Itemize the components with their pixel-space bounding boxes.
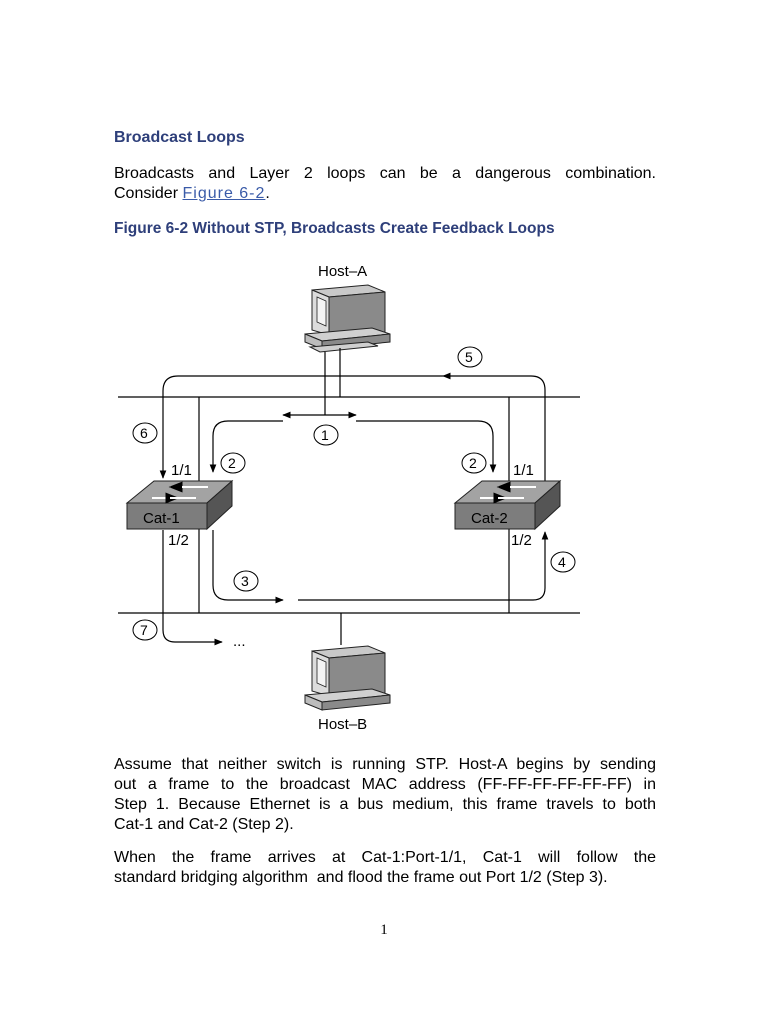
intro-prefix: Consider — [114, 185, 183, 202]
host-a-label: Host–A — [318, 263, 367, 280]
svg-text:4: 4 — [558, 554, 566, 570]
cat-1-port-1-1-label: 1/1 — [171, 462, 192, 479]
continuation-ellipsis: ... — [233, 633, 246, 650]
host-b-computer-icon — [304, 645, 391, 711]
step-6-marker: 6 — [132, 422, 158, 444]
host-b-label: Host–B — [318, 716, 367, 733]
cat-1-port-1-2-label: 1/2 — [168, 532, 189, 549]
svg-text:7: 7 — [140, 622, 148, 638]
paragraph-1-line-4: Cat-1 and Cat-2 (Step 2). — [114, 816, 294, 833]
svg-text:3: 3 — [241, 573, 249, 589]
svg-text:2: 2 — [469, 455, 477, 471]
host-a-computer-icon — [304, 284, 391, 353]
step-5-marker: 5 — [457, 346, 483, 368]
paragraph-2-line-1: When the frame arrives at Cat-1:Port-1/1… — [114, 849, 656, 866]
section-title: Broadcast Loops — [114, 129, 245, 146]
cat-1-switch-icon — [125, 479, 234, 531]
svg-text:5: 5 — [465, 349, 473, 365]
paragraph-1: Assume that neither switch is running ST… — [114, 755, 656, 835]
step-2-left-marker: 2 — [220, 452, 246, 474]
step-3-marker: 3 — [233, 570, 259, 592]
figure-link[interactable]: Figure 6-2 — [182, 185, 266, 202]
page-number: 1 — [380, 922, 388, 938]
network-diagram: Host–A ... — [118, 263, 580, 733]
svg-text:2: 2 — [228, 455, 236, 471]
cat-2-port-1-2-label: 1/2 — [511, 532, 532, 549]
step-1-marker: 1 — [313, 424, 339, 446]
intro-line-2: Consider Figure 6-2. — [114, 184, 656, 204]
paragraph-1-line-2: out a frame to the broadcast MAC address… — [114, 776, 656, 793]
intro-paragraph: Broadcasts and Layer 2 loops can be a da… — [114, 164, 656, 204]
cat-2-switch-icon — [453, 479, 562, 531]
cat-1-label: Cat-1 — [143, 510, 180, 527]
cat-2-label: Cat-2 — [471, 510, 508, 527]
paragraph-1-line-1: Assume that neither switch is running ST… — [114, 756, 656, 773]
step-4-marker: 4 — [550, 551, 576, 573]
cat-2-port-1-1-label: 1/1 — [513, 462, 534, 479]
step-7-marker: 7 — [132, 619, 158, 641]
step-2-right-marker: 2 — [461, 452, 487, 474]
svg-text:1: 1 — [321, 427, 329, 443]
paragraph-2-line-2: standard bridging algorithm and flood th… — [114, 869, 608, 886]
paragraph-1-line-3: Step 1. Because Ethernet is a bus medium… — [114, 796, 656, 813]
intro-line-1: Broadcasts and Layer 2 loops can be a da… — [114, 165, 656, 182]
figure-caption: Figure 6-2 Without STP, Broadcasts Creat… — [114, 220, 555, 237]
svg-text:6: 6 — [140, 425, 148, 441]
paragraph-2: When the frame arrives at Cat-1:Port-1/1… — [114, 848, 656, 888]
intro-suffix: . — [265, 185, 270, 202]
